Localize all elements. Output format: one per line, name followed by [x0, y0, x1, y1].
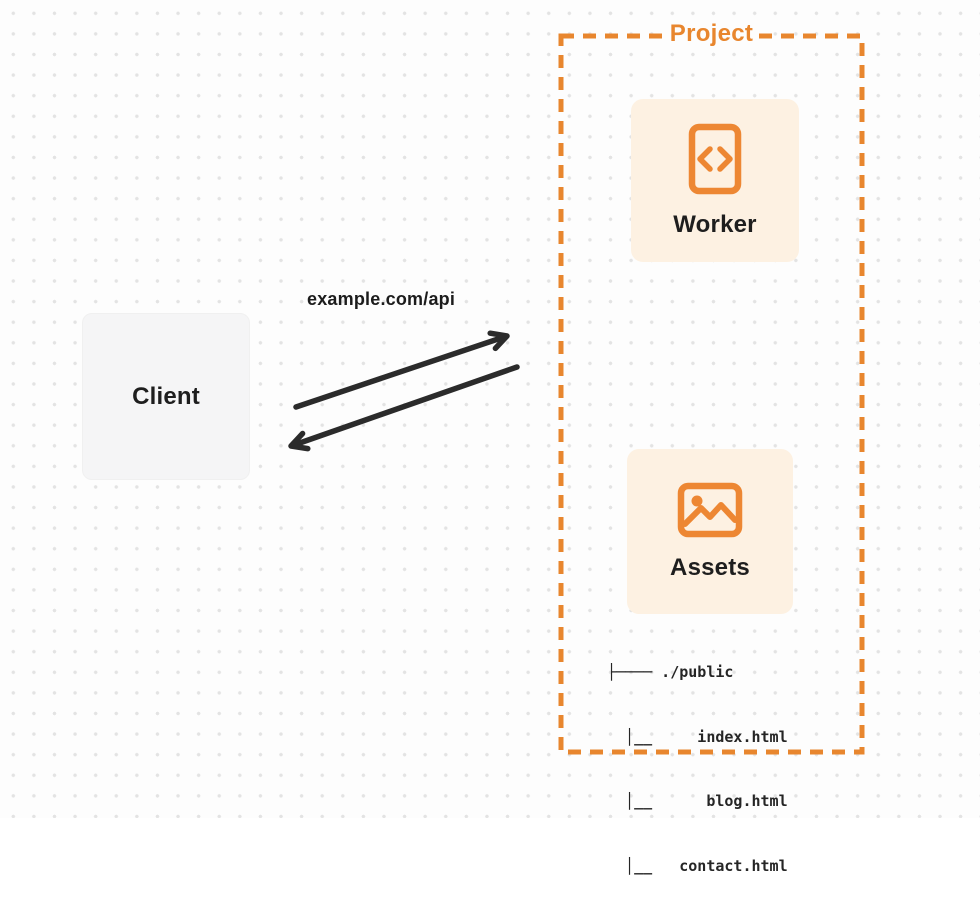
client-label: Client	[132, 382, 200, 410]
project-title: Project	[664, 20, 759, 49]
code-file-icon	[688, 123, 742, 195]
file-tree-line: │__ index.html	[607, 727, 788, 746]
image-icon	[677, 482, 743, 538]
request-arrow	[293, 330, 510, 410]
worker-label: Worker	[673, 210, 757, 238]
assets-label: Assets	[670, 553, 750, 581]
project-dashed-border	[558, 33, 865, 755]
response-arrow	[288, 364, 520, 452]
project-container: Project Worker Assets	[558, 20, 865, 875]
file-tree-line: │__ blog.html	[607, 792, 788, 810]
diagram-canvas: Client example.com/api Project	[0, 0, 980, 875]
assets-node: Assets	[627, 449, 793, 614]
client-node: Client	[82, 313, 250, 480]
request-url-label: example.com/api	[307, 289, 456, 309]
worker-node: Worker	[631, 99, 799, 262]
file-tree-line: │__ contact.html	[607, 856, 788, 875]
file-tree-line: ├──── ./public	[607, 663, 734, 681]
assets-file-tree: ├──── ./public │__ index.html │__ blog.h…	[607, 619, 788, 920]
